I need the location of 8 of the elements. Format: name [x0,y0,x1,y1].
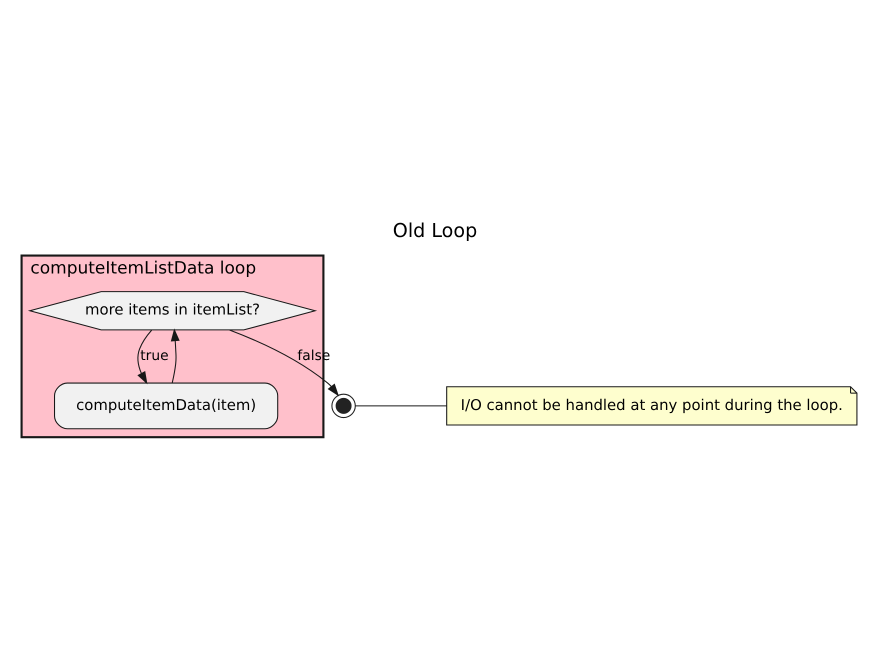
node-box: computeItemData(item) [54,382,278,429]
node-circle [331,393,356,418]
arrow [229,329,339,396]
connector [355,404,447,406]
diagram-title: Old Loop [392,218,478,242]
arrow [137,329,152,384]
arrow [170,328,180,383]
edge-label: true [140,348,169,364]
